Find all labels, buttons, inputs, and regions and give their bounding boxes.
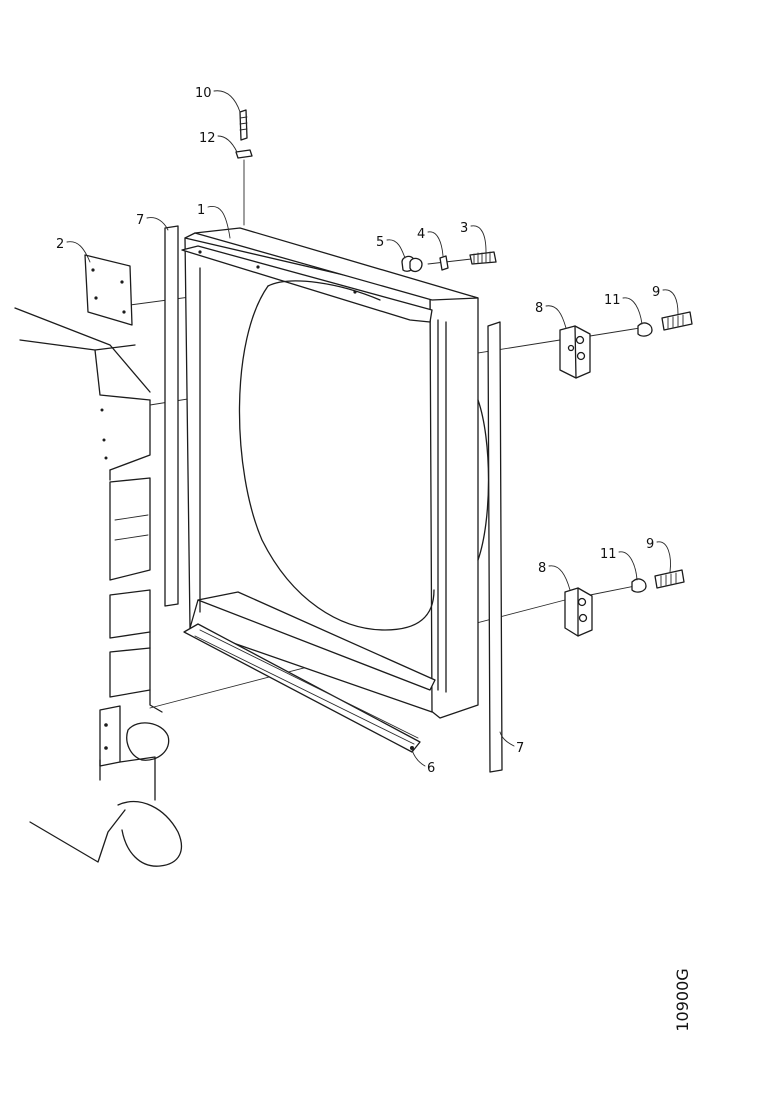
callout-7-left: 7	[136, 213, 169, 231]
callout-8-lower: 8	[538, 561, 571, 591]
callout-4: 4	[417, 227, 444, 257]
callout-10: 10	[195, 86, 241, 113]
top-screw-washer	[235, 109, 253, 226]
upper-bracket	[559, 325, 591, 379]
callout-3: 3	[460, 221, 487, 253]
callout-11-upper: 11	[604, 293, 643, 325]
svg-text:8: 8	[535, 301, 543, 316]
svg-text:8: 8	[538, 561, 546, 576]
upper-nut-bolt	[637, 311, 693, 337]
callout-12: 12	[199, 131, 238, 153]
svg-text:6: 6	[427, 761, 435, 776]
svg-text:4: 4	[417, 227, 425, 242]
callout-7-right: 7	[499, 731, 524, 756]
seal-strip-left	[164, 225, 179, 607]
callout-5: 5	[376, 235, 406, 259]
callout-9-lower: 9	[646, 537, 671, 573]
bottom-flange-strip	[183, 623, 421, 753]
svg-text:3: 3	[460, 221, 468, 236]
svg-text:5: 5	[376, 235, 384, 250]
figure-number: 10900G	[673, 968, 692, 1031]
svg-text:10: 10	[195, 86, 212, 101]
svg-text:9: 9	[646, 537, 654, 552]
svg-text:7: 7	[136, 213, 144, 228]
lower-bracket	[564, 587, 593, 637]
svg-text:1: 1	[197, 203, 205, 218]
fan-shroud	[181, 227, 490, 719]
svg-text:9: 9	[652, 285, 660, 300]
vehicle-body-side	[14, 307, 183, 867]
svg-text:2: 2	[56, 237, 64, 252]
callout-1: 1	[197, 203, 231, 239]
lower-nut-bolt	[631, 569, 685, 593]
callout-8-upper: 8	[535, 301, 567, 329]
svg-text:11: 11	[604, 293, 621, 308]
callout-6: 6	[411, 749, 435, 776]
svg-text:12: 12	[199, 131, 216, 146]
callout-2: 2	[56, 237, 91, 263]
svg-text:11: 11	[600, 547, 617, 562]
cover-plate	[84, 254, 133, 326]
callout-9-upper: 9	[652, 285, 679, 315]
seal-strip-right	[487, 321, 503, 773]
callout-11-lower: 11	[600, 547, 638, 581]
svg-text:7: 7	[516, 741, 524, 756]
